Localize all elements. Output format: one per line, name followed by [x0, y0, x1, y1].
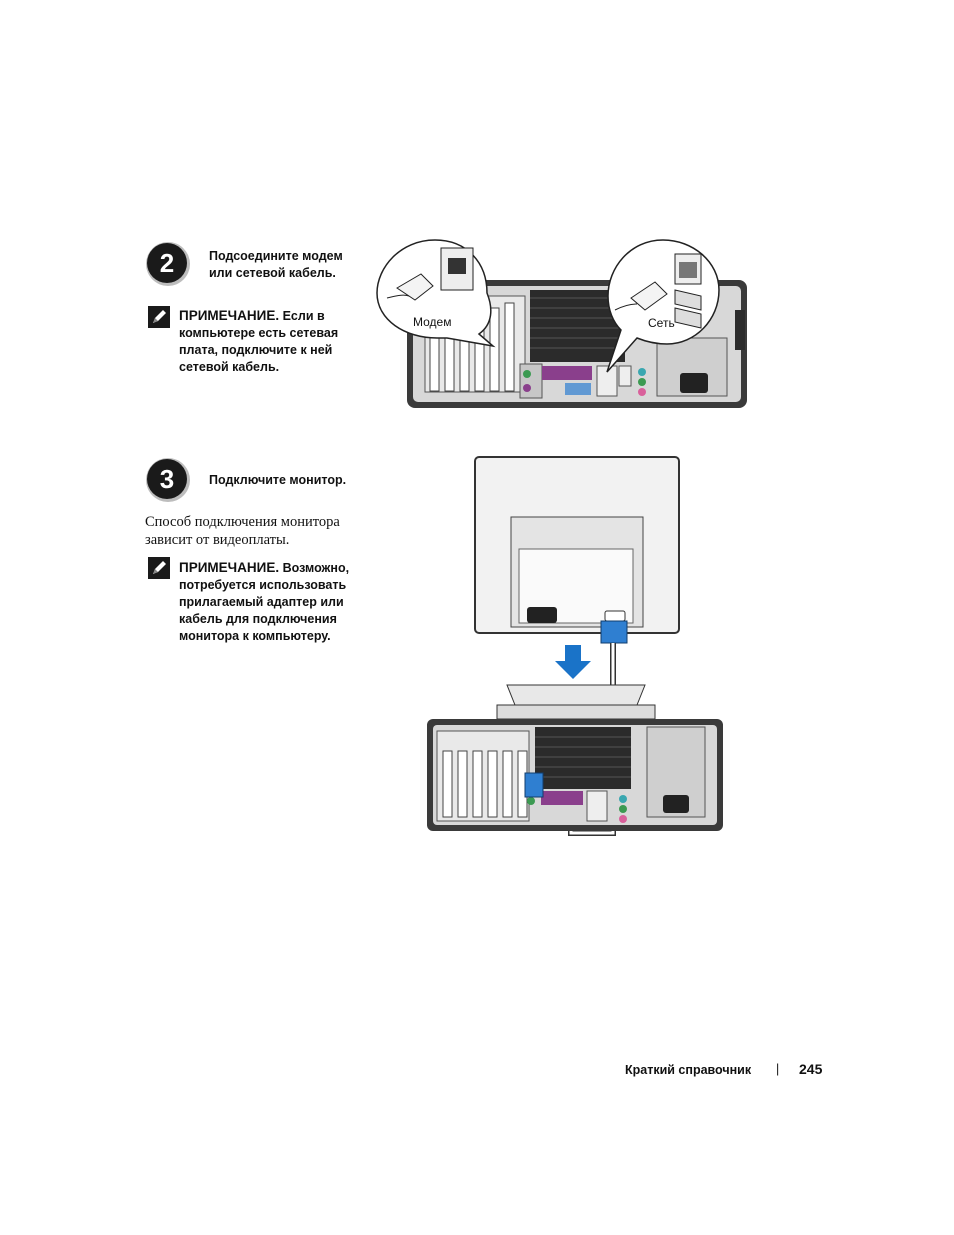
body-line: Способ подключения монитора [145, 514, 340, 530]
step-2-instruction-line: или сетевой кабель. [209, 266, 336, 280]
monitor-connection-illustration [427, 456, 723, 836]
step-2-instruction: Подсоедините модем или сетевой кабель. [209, 248, 343, 282]
step-2-number: 2 [160, 248, 174, 278]
note-label: ПРИМЕЧАНИЕ. [179, 308, 280, 323]
power-socket-icon [663, 795, 689, 813]
vent-grill [535, 727, 631, 789]
monitor-power-socket-icon [527, 607, 557, 623]
modem-label: Модем [413, 315, 451, 329]
modem-callout: Модем [376, 239, 496, 348]
note-line: монитора к компьютеру. [179, 629, 331, 643]
down-arrow-icon [555, 645, 591, 679]
modem-network-illustration: Модем Сеть [376, 239, 747, 408]
note-line: компьютере есть сетевая [179, 326, 339, 340]
note-line: сетевой кабель. [179, 360, 280, 374]
monitor-back [474, 456, 680, 634]
page-number: 245 [799, 1061, 823, 1077]
step-2-circle-icon: 2 [146, 242, 190, 286]
body-line: зависит от видеоплаты. [145, 532, 290, 548]
power-socket-icon [680, 373, 708, 393]
note-line: Если в [282, 309, 325, 323]
step-2-marker: 2 [145, 241, 191, 292]
step-3-marker: 3 [145, 457, 191, 508]
note-label: ПРИМЕЧАНИЕ. [179, 560, 280, 575]
step-2-note: ПРИМЕЧАНИЕ. Если в компьютере есть сетев… [179, 307, 338, 376]
step-3-circle-icon: 3 [146, 458, 190, 502]
footer-section-title: Краткий справочник [625, 1063, 752, 1077]
network-label: Сеть [648, 316, 675, 330]
footer-separator: | [776, 1062, 780, 1076]
step-3-note: ПРИМЕЧАНИЕ. Возможно, потребуется исполь… [179, 559, 349, 645]
note-line: кабель для подключения [179, 612, 337, 626]
vga-connector-bottom [524, 772, 544, 798]
io-ports [519, 363, 646, 399]
note-line: плата, подключите к ней [179, 343, 333, 357]
note-line: прилагаемый адаптер или [179, 595, 344, 609]
vga-connector-top [600, 620, 628, 644]
step-3-number: 3 [160, 464, 174, 494]
step-3-body: Способ подключения монитора зависит от в… [145, 513, 340, 549]
note-line: Возможно, [282, 561, 350, 575]
step-3-instruction: Подключите монитор. [209, 473, 347, 487]
expansion-slots [436, 730, 530, 822]
note-line: потребуется использовать [179, 578, 347, 592]
io-ports [527, 790, 627, 823]
note-pencil-icon [148, 306, 170, 333]
monitor-video-port [604, 610, 626, 622]
network-callout: Сеть [606, 239, 720, 373]
step-2-instruction-line: Подсоедините модем [209, 249, 343, 263]
note-pencil-icon [148, 557, 170, 584]
